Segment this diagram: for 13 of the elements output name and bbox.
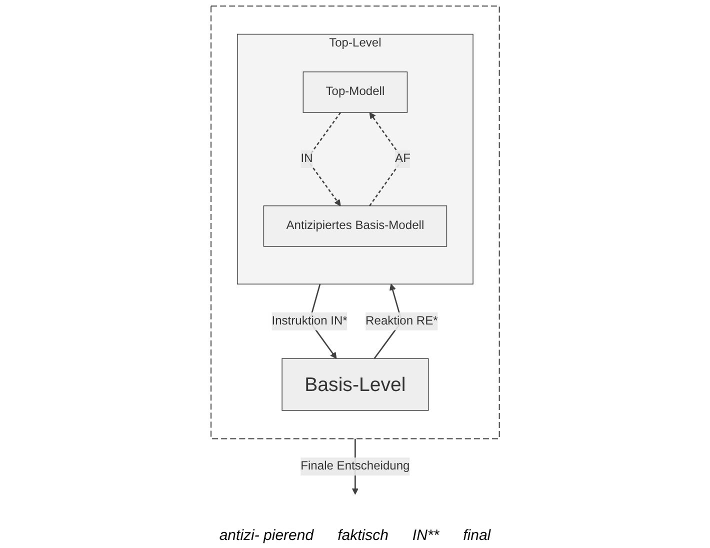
annotation-text: IN** [412,527,440,544]
node-box: Antizipiertes Basis-Modell [263,205,447,247]
annotation-text: final [463,527,491,544]
node-box: Basis-Level [281,358,428,411]
annotation-text: antizi- pierend [219,527,314,544]
edge-label: IN [300,152,313,166]
edge-label: AF [394,152,410,166]
node-box: Top-Modell [302,72,408,113]
edge-label: Finale Entscheidung [300,460,410,473]
edge-label: Instruktion IN* [272,314,348,328]
edge-label: Reaktion RE* [365,314,438,328]
annotation-text: faktisch [338,527,388,544]
cluster [210,5,500,440]
